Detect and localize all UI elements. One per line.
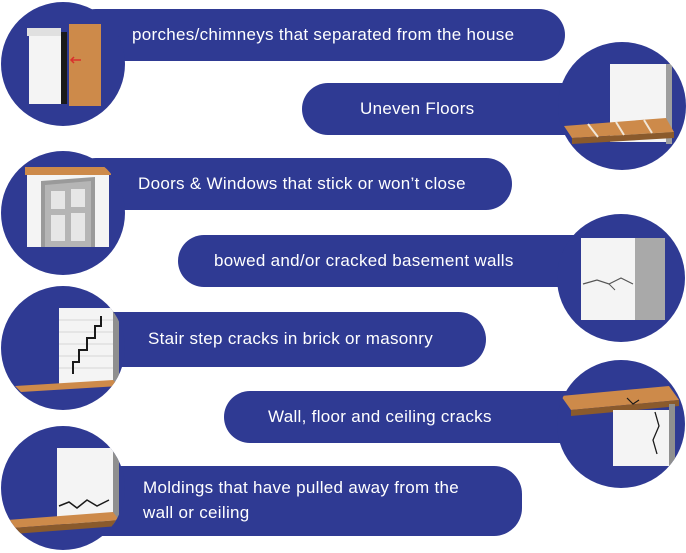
uneven-floor-icon [558, 42, 686, 170]
item-pill-stair-step-cracks: Stair step cracks in brick or masonry [70, 312, 486, 367]
item-label: Stair step cracks in brick or masonry [148, 329, 434, 349]
ceiling-wall-crack-icon [557, 360, 685, 488]
item-label: Moldings that have pulled away from the … [143, 478, 459, 522]
item-pill-moldings: Moldings that have pulled away from the … [70, 466, 522, 536]
porch-chimney-separation-icon [1, 2, 125, 126]
item-label: Wall, floor and ceiling cracks [268, 406, 492, 426]
item-label: porches/chimneys that separated from the… [132, 24, 515, 44]
stair-step-crack-icon [1, 286, 125, 410]
item-pill-porch: porches/chimneys that separated from the… [70, 9, 565, 61]
item-label: Doors & Windows that stick or won’t clos… [138, 173, 466, 193]
sticking-door-icon [1, 151, 125, 275]
item-label: bowed and/or cracked basement walls [214, 250, 514, 270]
item-label: Uneven Floors [360, 98, 475, 118]
item-pill-basement-walls: bowed and/or cracked basement walls [178, 235, 618, 287]
cracked-basement-wall-icon [557, 214, 685, 342]
item-pill-doors-windows: Doors & Windows that stick or won’t clos… [70, 158, 512, 210]
pulled-molding-icon [1, 426, 125, 550]
item-pill-wall-floor-ceiling: Wall, floor and ceiling cracks [224, 391, 619, 443]
